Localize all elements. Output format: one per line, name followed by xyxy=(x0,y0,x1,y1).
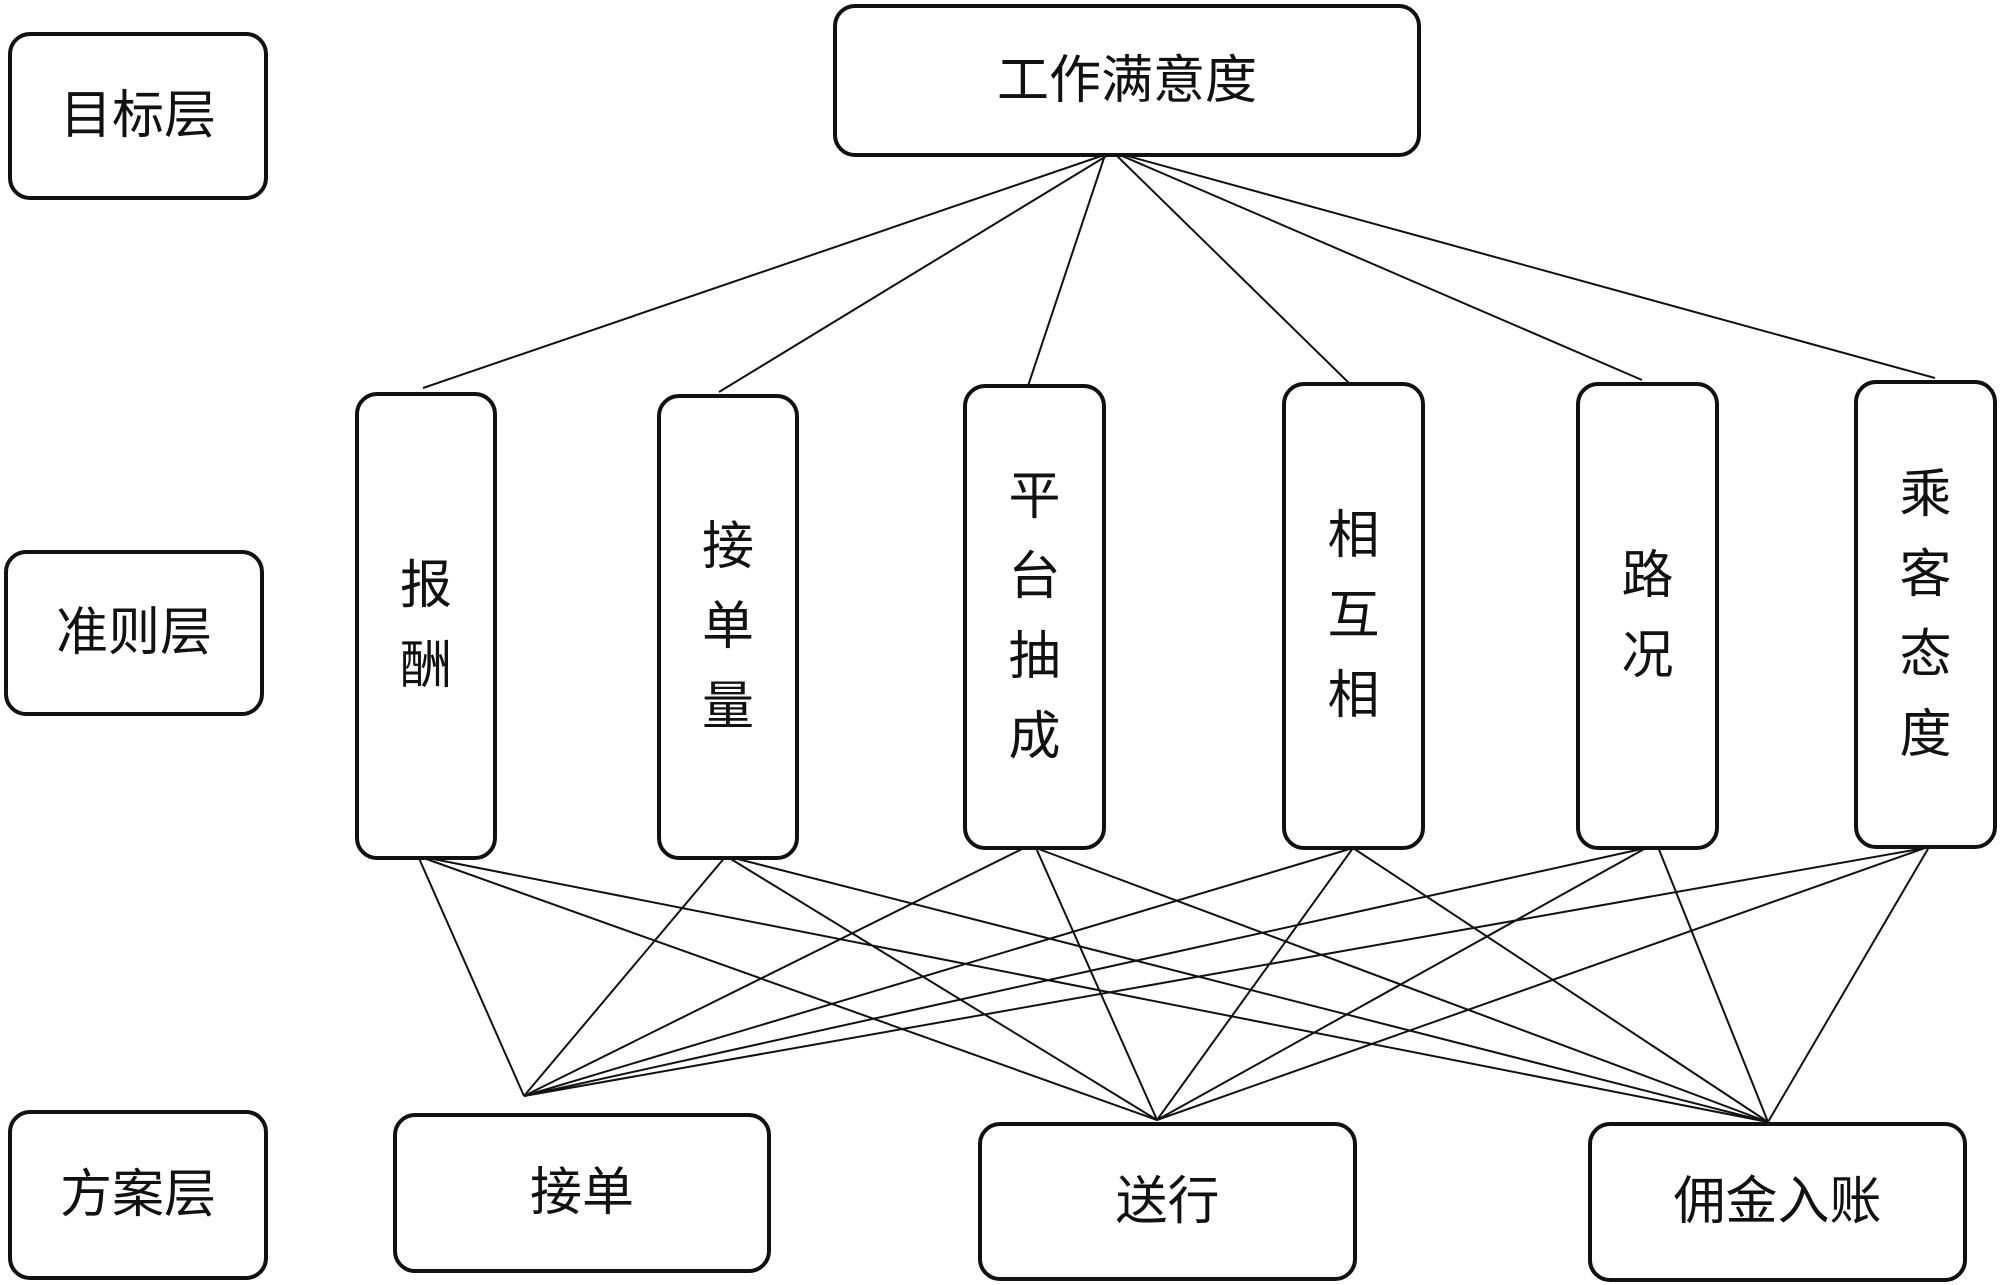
edge-goal-c3 xyxy=(1112,151,1351,385)
criterion-node: 平台抽成 xyxy=(963,384,1106,850)
goal-node: 工作满意度 xyxy=(833,4,1421,157)
level-label-goal: 目标层 xyxy=(8,32,268,200)
criterion-label-char: 量 xyxy=(701,677,754,737)
criterion-label-char: 乘 xyxy=(1899,464,1952,525)
criterion-node: 报酬 xyxy=(355,392,497,860)
edge-c0-a2 xyxy=(417,855,1769,1123)
criterion-label: 接单量 xyxy=(702,507,754,747)
alternative-label: 接单 xyxy=(529,1163,634,1223)
criterion-label-char: 抽 xyxy=(1008,627,1061,687)
alternative-label: 佣金入账 xyxy=(1673,1172,1882,1232)
edge-goal-c1 xyxy=(718,151,1114,393)
criterion-label-char: 酬 xyxy=(399,636,452,696)
criterion-label-char: 报 xyxy=(399,556,452,616)
edge-goal-c4 xyxy=(1112,151,1643,381)
criterion-label-char: 客 xyxy=(1899,544,1952,605)
criterion-node: 接单量 xyxy=(657,394,799,860)
edge-c2-a1 xyxy=(1035,847,1158,1121)
criterion-label-char: 相 xyxy=(1327,666,1380,726)
edge-c3-a2 xyxy=(1352,847,1769,1123)
edge-c5-a0 xyxy=(523,847,1926,1097)
criterion-label: 报酬 xyxy=(400,546,452,706)
level-label-scheme: 方案层 xyxy=(8,1110,268,1280)
edge-c5-a1 xyxy=(1156,847,1926,1121)
criterion-label: 平台抽成 xyxy=(1008,457,1060,777)
edge-c0-a0 xyxy=(417,855,525,1097)
edge-goal-c0 xyxy=(422,151,1114,389)
criterion-label-char: 接 xyxy=(701,517,754,577)
edge-c2-a0 xyxy=(523,847,1025,1097)
criterion-label: 乘客态度 xyxy=(1899,455,1951,775)
edge-c0-a1 xyxy=(417,855,1158,1121)
edge-c1-a2 xyxy=(725,855,1769,1123)
level-label-goal-text: 目标层 xyxy=(59,86,216,146)
edge-c1-a0 xyxy=(523,855,727,1097)
goal-node-text: 工作满意度 xyxy=(996,50,1257,111)
level-label-criteria-text: 准则层 xyxy=(55,603,212,663)
criterion-label-char: 态 xyxy=(1899,624,1952,685)
criterion-label-char: 况 xyxy=(1621,626,1674,686)
edge-c1-a1 xyxy=(725,855,1158,1121)
criterion-label-char: 台 xyxy=(1008,547,1061,607)
edge-goal-c5 xyxy=(1112,151,1936,379)
alternative-node: 送行 xyxy=(978,1122,1357,1281)
criterion-label: 相互相 xyxy=(1327,496,1379,736)
criterion-label-char: 相 xyxy=(1327,506,1380,566)
criterion-node: 乘客态度 xyxy=(1854,380,1997,849)
criterion-label-char: 成 xyxy=(1008,707,1061,767)
level-label-criteria: 准则层 xyxy=(4,550,264,716)
edge-c2-a2 xyxy=(1035,847,1769,1123)
edge-c3-a0 xyxy=(523,847,1354,1097)
edge-c5-a2 xyxy=(1767,841,1933,1123)
criterion-label-char: 路 xyxy=(1621,546,1674,606)
alternative-node: 接单 xyxy=(393,1113,771,1273)
level-label-scheme-text: 方案层 xyxy=(59,1165,216,1225)
edge-c4-a2 xyxy=(1655,841,1769,1123)
criterion-label-char: 度 xyxy=(1899,704,1952,765)
criterion-label-char: 互 xyxy=(1327,586,1380,646)
criterion-label: 路况 xyxy=(1621,536,1673,696)
edge-goal-c2 xyxy=(1027,151,1107,387)
edge-c4-a0 xyxy=(523,847,1647,1097)
criterion-label-char: 单 xyxy=(701,597,754,657)
alternative-node: 佣金入账 xyxy=(1588,1122,1967,1282)
criterion-node: 相互相 xyxy=(1282,382,1425,850)
edge-c3-a1 xyxy=(1156,847,1354,1121)
alternative-label: 送行 xyxy=(1115,1171,1220,1232)
criterion-node: 路况 xyxy=(1576,382,1719,850)
criterion-label-char: 平 xyxy=(1008,467,1061,527)
